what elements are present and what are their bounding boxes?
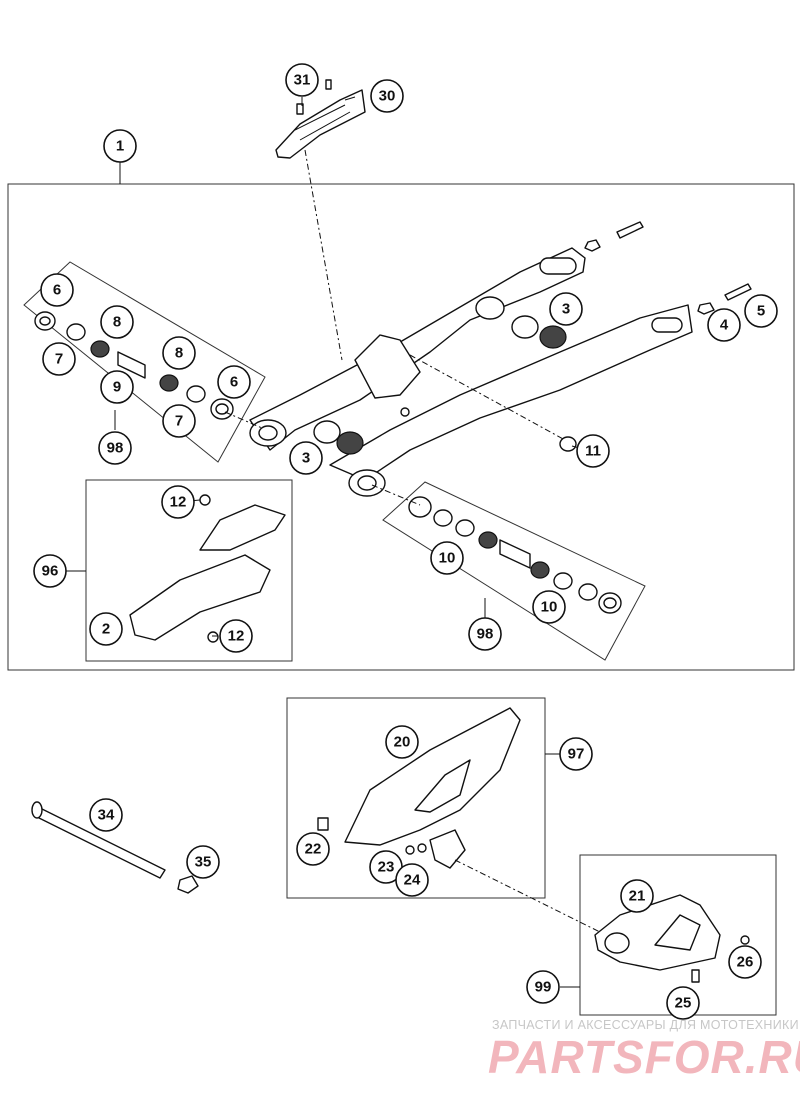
callout-98: 98 <box>98 431 132 465</box>
bearing-kit-left-parts <box>34 311 234 420</box>
main-assembly-frame <box>7 183 795 671</box>
svg-text:97: 97 <box>568 746 585 763</box>
svg-text:6: 6 <box>53 282 61 299</box>
callout-2: 2 <box>89 612 123 646</box>
svg-text:7: 7 <box>175 413 183 430</box>
callout-1: 1 <box>103 129 137 163</box>
svg-text:12: 12 <box>228 628 245 645</box>
svg-text:24: 24 <box>404 872 421 889</box>
swingarm <box>249 247 693 497</box>
svg-text:11: 11 <box>585 443 601 460</box>
assembly-lines <box>224 149 601 933</box>
callout-3: 3 <box>549 292 583 326</box>
callout-98: 98 <box>468 617 502 651</box>
callout-11: 11 <box>576 434 610 468</box>
callout-35: 35 <box>186 845 220 879</box>
svg-text:5: 5 <box>757 303 765 320</box>
svg-text:10: 10 <box>541 599 558 616</box>
lower-chain-slider <box>129 494 286 643</box>
svg-text:20: 20 <box>394 734 411 751</box>
svg-text:26: 26 <box>737 954 754 971</box>
svg-text:8: 8 <box>175 345 183 362</box>
svg-text:4: 4 <box>720 317 729 334</box>
svg-text:21: 21 <box>629 888 646 905</box>
callout-96: 96 <box>33 554 67 588</box>
callout-12: 12 <box>219 619 253 653</box>
svg-text:98: 98 <box>477 626 494 643</box>
callout-4: 4 <box>707 308 741 342</box>
upper-chain-slider <box>275 79 366 159</box>
callout-7: 7 <box>162 404 196 438</box>
callout-10: 10 <box>532 590 566 624</box>
callout-6: 6 <box>217 365 251 399</box>
svg-text:34: 34 <box>98 807 115 824</box>
chain-guide <box>594 894 750 983</box>
callout-8: 8 <box>100 305 134 339</box>
callout-20: 20 <box>385 725 419 759</box>
svg-text:9: 9 <box>113 379 121 396</box>
callout-99: 99 <box>526 970 560 1004</box>
svg-text:99: 99 <box>535 979 552 996</box>
callout-26: 26 <box>728 945 762 979</box>
svg-text:23: 23 <box>378 859 395 876</box>
callout-10: 10 <box>430 541 464 575</box>
svg-text:10: 10 <box>439 550 456 567</box>
axle-bolts <box>559 221 752 452</box>
svg-text:25: 25 <box>675 995 692 1012</box>
svg-text:3: 3 <box>302 450 310 467</box>
svg-text:1: 1 <box>116 138 124 155</box>
bearing-kit-right-box <box>382 481 646 661</box>
svg-text:22: 22 <box>305 841 322 858</box>
callout-30: 30 <box>370 79 404 113</box>
svg-text:35: 35 <box>195 854 212 871</box>
callout-34: 34 <box>89 798 123 832</box>
svg-text:96: 96 <box>42 563 59 580</box>
svg-text:98: 98 <box>107 440 124 457</box>
callout-21: 21 <box>620 879 654 913</box>
callout-25: 25 <box>666 986 700 1020</box>
watermark-brand: PARTSFOR.RU <box>488 1031 800 1083</box>
callout-8: 8 <box>162 336 196 370</box>
callout-7: 7 <box>42 342 76 376</box>
callout-24: 24 <box>395 863 429 897</box>
chain-guard <box>317 707 521 869</box>
watermark-tagline: ЗАПЧАСТИ И АКСЕССУАРЫ ДЛЯ МОТОТЕХНИКИ <box>492 1018 799 1032</box>
svg-text:2: 2 <box>102 621 110 638</box>
callout-6: 6 <box>40 273 74 307</box>
svg-text:6: 6 <box>230 374 238 391</box>
callout-97: 97 <box>559 737 593 771</box>
swingarm-axle <box>31 801 199 894</box>
callout-31: 31 <box>285 63 319 97</box>
bearing-kit-right-parts <box>408 496 622 614</box>
svg-text:31: 31 <box>294 72 311 89</box>
callout-9: 9 <box>100 370 134 404</box>
callout-22: 22 <box>296 832 330 866</box>
bushings <box>313 315 567 455</box>
callout-3: 3 <box>289 441 323 475</box>
svg-text:7: 7 <box>55 351 63 368</box>
callout-12: 12 <box>161 485 195 519</box>
svg-text:3: 3 <box>562 301 570 318</box>
chain-guard-box <box>286 697 546 899</box>
svg-text:30: 30 <box>379 88 396 105</box>
svg-text:8: 8 <box>113 314 121 331</box>
svg-text:12: 12 <box>170 494 187 511</box>
callout-5: 5 <box>744 294 778 328</box>
